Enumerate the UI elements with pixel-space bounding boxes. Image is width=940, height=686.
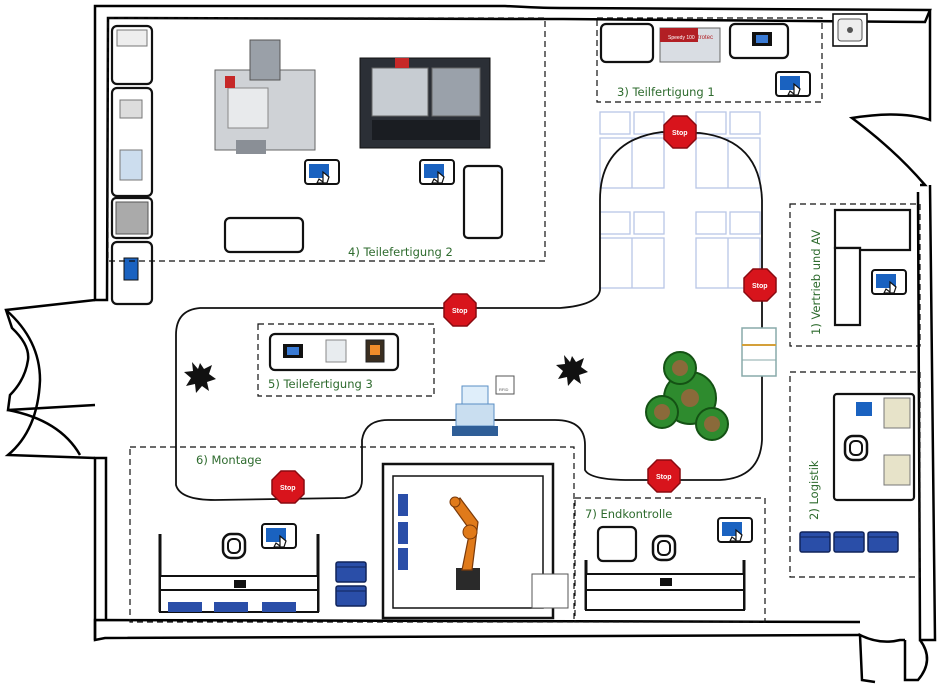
bin-icon (335, 585, 367, 607)
tablet-touch-icon (775, 71, 811, 97)
zone-logistik: 2) Logistik (789, 371, 921, 578)
robot-cell (381, 462, 569, 620)
zone-label-montage: 6) Montage (196, 453, 262, 467)
svg-text:Speedy 100: Speedy 100 (668, 35, 695, 41)
zone-montage: 6) Montage (129, 446, 575, 623)
svg-text:Stop: Stop (656, 474, 672, 481)
svg-text:Stop: Stop (280, 485, 296, 492)
chair-icon (221, 532, 247, 560)
sink-icon (832, 13, 868, 47)
tablet-touch-icon (419, 159, 455, 185)
zone-endkontrolle: 7) Endkontrolle (574, 497, 766, 623)
zone-label-teilefertigung-1: 3) Teilfertigung 1 (617, 85, 715, 99)
3d-printer-icon (325, 339, 385, 363)
tablet-touch-icon (261, 523, 297, 549)
tablet-touch-icon (717, 517, 753, 543)
tablet-touch-icon (304, 159, 340, 185)
zone-label-endkontrolle: 7) Endkontrolle (585, 507, 672, 521)
zone-teilefertigung-1: 3) Teilfertigung 1 Speedy 100 trotec (596, 17, 823, 103)
zone-label-logistik: 2) Logistik (807, 460, 821, 520)
robot-arm-icon (449, 496, 480, 590)
agv-icon (452, 385, 498, 436)
computer-icon (283, 344, 303, 358)
stop-sign-icon: Stop (443, 293, 477, 327)
stop-sign-icon: Stop (271, 470, 305, 504)
left-wall-cabinets (110, 24, 154, 306)
workbench (223, 216, 305, 254)
zone-vertrieb-av: 1) Vertrieb und AV (789, 203, 921, 347)
stop-sign-icon: Stop (647, 459, 681, 493)
zone-label-teilefertigung-2: 4) Teilefertigung 2 (348, 245, 453, 259)
zone-label-teilefertigung-3: 5) Teilefertigung 3 (268, 377, 373, 391)
bin-icon (833, 531, 865, 553)
tablet-touch-icon (871, 269, 907, 295)
agv-route (175, 131, 763, 501)
bin-icon (335, 561, 367, 583)
cnc-lathe-icon (359, 57, 491, 149)
svg-text:RFID: RFID (499, 387, 508, 392)
zone-teilefertigung-3: 5) Teilefertigung 3 (257, 323, 435, 397)
svg-text:Stop: Stop (752, 283, 768, 290)
workbench (462, 164, 504, 240)
svg-text:Stop: Stop (672, 130, 688, 137)
fidget-spinner-icon (645, 351, 729, 441)
stop-sign-icon: Stop (743, 268, 777, 302)
shelf-icon (741, 327, 777, 377)
cnc-mill-icon (214, 39, 316, 154)
svg-text:trotec: trotec (698, 35, 713, 41)
zone-teilefertigung-2: 4) Teilefertigung 2 (107, 17, 546, 262)
svg-text:Stop: Stop (452, 308, 468, 315)
computer-icon (752, 32, 772, 46)
outer-walls (4, 4, 937, 684)
chair-icon (651, 534, 677, 562)
laser-cutter-icon: Speedy 100 trotec (659, 27, 721, 63)
chair-icon (843, 434, 869, 462)
bin-icon (799, 531, 831, 553)
obstacle-marker (184, 362, 216, 393)
obstacle-marker (556, 355, 588, 386)
stop-sign-icon: Stop (663, 115, 697, 149)
zone-label-vertrieb-av: 1) Vertrieb und AV (809, 230, 823, 335)
rfid-icon: RFID (495, 375, 515, 395)
bin-icon (867, 531, 899, 553)
